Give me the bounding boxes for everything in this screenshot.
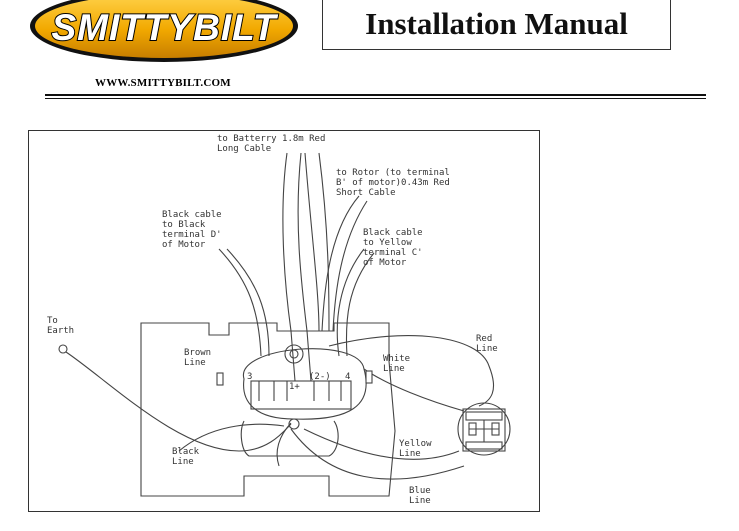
title-box: Installation Manual — [322, 0, 671, 50]
label-brown-1: Brown — [184, 348, 211, 358]
red-line — [328, 335, 494, 407]
wiring-diagram: to Batterry 1.8m Red Long Cable to Rotor… — [28, 130, 540, 512]
blue-line — [290, 428, 465, 480]
label-rotor-3: Short Cable — [336, 188, 396, 198]
label-red-1: Red — [476, 334, 492, 344]
label-yellow-2: Line — [399, 449, 421, 459]
label-terminal-4: 4 — [345, 372, 350, 382]
label-blackd-4: of Motor — [162, 240, 206, 250]
label-rotor-1: to Rotor (to terminal — [336, 168, 450, 178]
logo-text: SMITTYBILT — [51, 7, 279, 48]
label-white-2: Line — [383, 364, 405, 374]
label-black-2: Line — [172, 457, 194, 467]
solenoid-outline — [140, 322, 396, 497]
white-connector — [365, 370, 373, 384]
label-blackd-1: Black cable — [162, 210, 222, 220]
red-long-cable — [282, 152, 296, 382]
wiring-diagram-svg: to Batterry 1.8m Red Long Cable to Rotor… — [47, 131, 539, 506]
label-red-2: Line — [476, 344, 498, 354]
smittybilt-logo: SMITTYBILT — [27, 0, 301, 64]
page-title: Installation Manual — [365, 5, 628, 41]
black-cable-c — [336, 248, 365, 357]
brown-connector — [216, 372, 224, 386]
label-blackd-2: to Black — [162, 220, 206, 230]
label-battery-1: to Batterry 1.8m Red — [217, 134, 325, 144]
label-blackc-3: terminal C' — [363, 248, 423, 258]
label-blue-2: Line — [409, 496, 431, 506]
label-blackc-1: Black cable — [363, 228, 423, 238]
label-blue-1: Blue — [409, 486, 431, 496]
website-url: WWW.SMITTYBILT.COM — [95, 77, 231, 89]
label-yellow-1: Yellow — [399, 439, 432, 449]
black-line — [178, 423, 285, 452]
label-white-1: White — [383, 354, 410, 364]
terminal-block — [250, 380, 352, 410]
earth-wire — [65, 351, 292, 452]
white-line — [363, 368, 465, 412]
label-blackd-3: terminal D' — [162, 230, 222, 240]
label-terminal-3: 3 — [247, 372, 252, 382]
black-cable-d — [218, 248, 262, 357]
yellow-line — [303, 428, 460, 460]
earth-terminal — [58, 344, 68, 354]
label-blackc-2: to Yellow — [363, 238, 412, 248]
header-rule-thick — [45, 94, 706, 96]
label-rotor-2: B' of motor)0.43m Red — [336, 178, 450, 188]
label-black-1: Black — [172, 447, 200, 457]
label-terminal-2: (2-) — [309, 372, 331, 382]
label-brown-2: Line — [184, 358, 206, 368]
header-rule-thin — [45, 98, 706, 99]
label-earth-1: To — [47, 316, 58, 326]
label-earth-2: Earth — [47, 326, 74, 336]
label-blackc-4: of Motor — [363, 258, 407, 268]
red-short-cable — [321, 195, 360, 332]
label-battery-2: Long Cable — [217, 144, 271, 154]
control-switch — [457, 402, 511, 456]
label-terminal-1: 1+ — [289, 382, 300, 392]
